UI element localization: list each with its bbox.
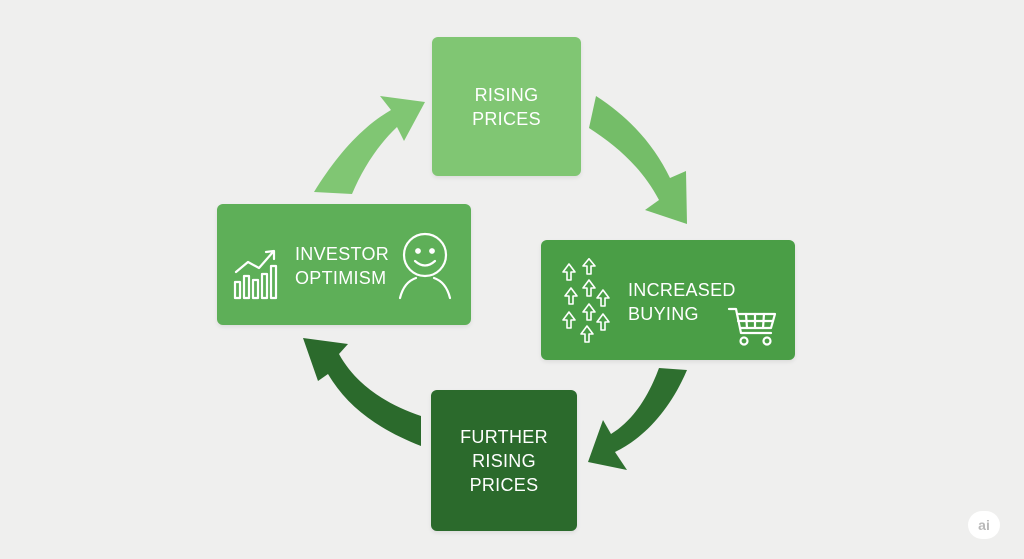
node-increased-buying: INCREASED BUYING bbox=[541, 240, 795, 360]
label-line: PRICES bbox=[469, 474, 539, 495]
arrow-further-to-optimism bbox=[303, 338, 421, 446]
node-further-rising-prices-label: FURTHER RISING PRICES bbox=[460, 425, 548, 497]
arrow-optimism-to-rising bbox=[314, 96, 425, 194]
arrow-rising-to-buying bbox=[589, 96, 687, 224]
label-line: PRICES bbox=[472, 108, 541, 129]
smiley-face-icon bbox=[398, 232, 452, 300]
label-line: RISING bbox=[472, 450, 536, 471]
label-line: FURTHER bbox=[460, 426, 548, 447]
node-investor-optimism-label: INVESTOR OPTIMISM bbox=[295, 242, 389, 290]
label-line: INVESTOR bbox=[295, 244, 390, 264]
label-line: BUYING bbox=[628, 304, 699, 324]
label-line: INCREASED bbox=[628, 280, 736, 300]
node-rising-prices: RISING PRICES bbox=[432, 37, 581, 176]
node-further-rising-prices: FURTHER RISING PRICES bbox=[431, 390, 577, 531]
node-investor-optimism: INVESTOR OPTIMISM bbox=[217, 204, 471, 325]
up-arrows-icon bbox=[562, 258, 610, 343]
shopping-cart-icon bbox=[727, 307, 777, 346]
ai-badge: ai bbox=[968, 511, 1000, 539]
label-line: RISING bbox=[474, 84, 539, 105]
node-increased-buying-label: INCREASED BUYING bbox=[628, 278, 736, 326]
node-rising-prices-label: RISING PRICES bbox=[472, 83, 541, 131]
arrow-buying-to-further bbox=[588, 368, 687, 470]
growth-chart-icon bbox=[233, 249, 278, 300]
label-line: OPTIMISM bbox=[295, 268, 387, 288]
